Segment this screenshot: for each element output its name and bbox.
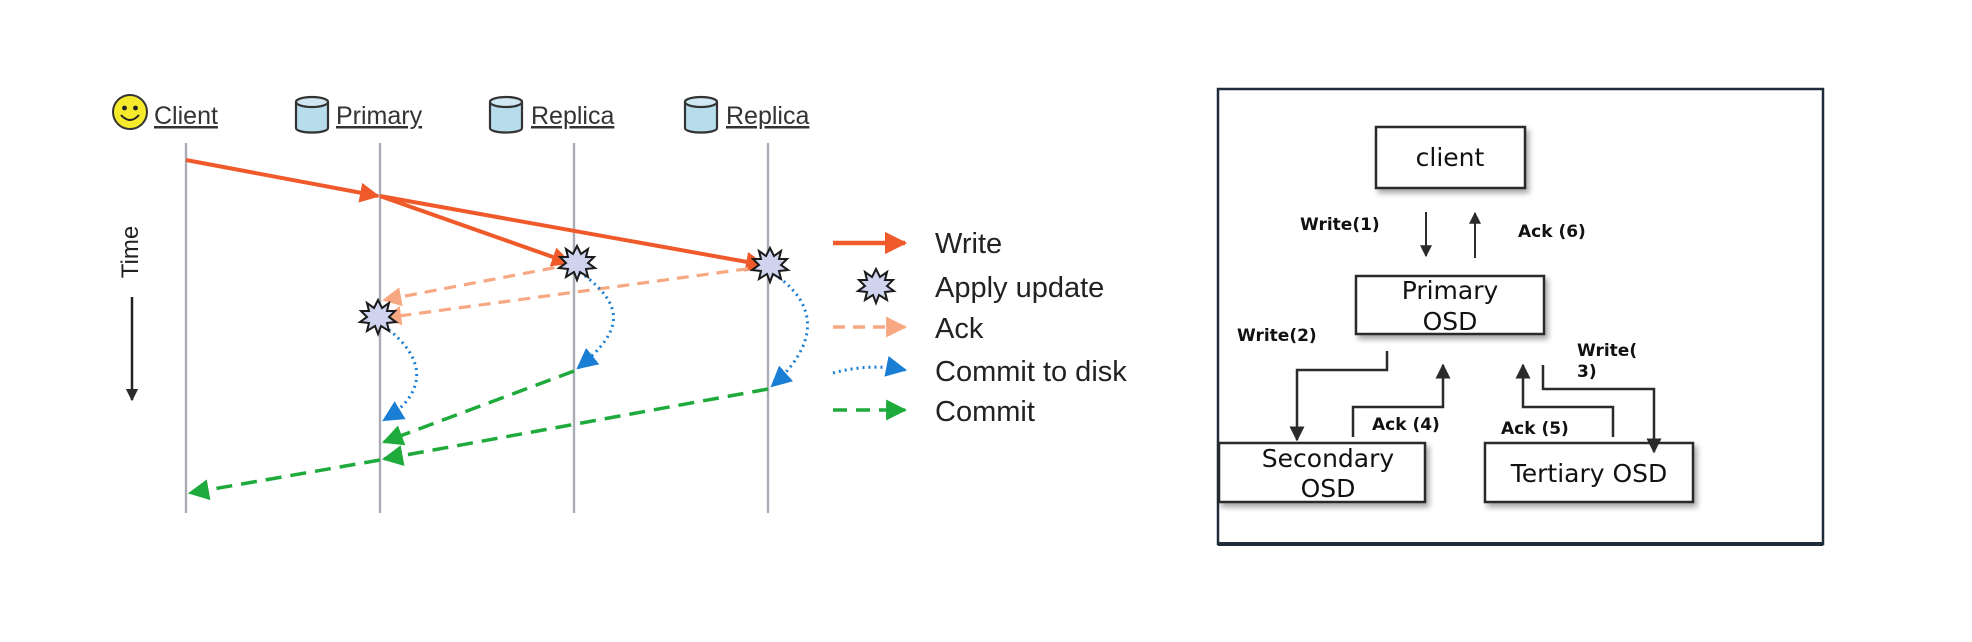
legend-label-commit-to-disk: Commit to disk [935,356,1127,388]
actor-label-replica-1: Replica [531,102,614,130]
commit-to-disk-arrow-replica-1 [576,270,615,370]
write-3-label-line1: Write( [1577,341,1637,361]
ack-5-label: Ack (5) [1501,419,1569,439]
write-arrow-primary-to-replica-2 [379,194,766,272]
legend-label-ack: Ack [935,313,984,345]
ack-4-arrow [1351,363,1451,437]
box-primary-osd: Primary OSD [1354,274,1546,336]
actor-replica-2: Replica [683,95,809,134]
legend-item-ack: Ack [833,313,984,345]
write-1-label: Write(1) [1300,215,1380,235]
apply-update-star-icon [857,268,895,304]
write-3-arrow [1541,365,1662,454]
write-arrow-primary-to-replica-1 [379,194,572,267]
time-axis-label: Time [117,226,144,278]
box-primary-label-line1: Primary [1402,276,1499,305]
commit-arrow-replica-1-to-primary [382,369,575,446]
apply-update-star-icon [359,299,397,335]
legend-item-apply-update: Apply update [857,268,1104,304]
apply-update-star-icon [558,245,596,281]
actor-client: Client [112,94,218,130]
time-axis: Time [117,226,144,402]
legend-label-commit: Commit [935,396,1035,428]
osd-diagram: client Primary OSD Secondary OSD Tertiar… [1216,87,1825,546]
legend-item-write: Write [833,228,1002,260]
box-tertiary-label: Tertiary OSD [1510,459,1668,488]
write-2-label: Write(2) [1237,326,1317,346]
ack-arrow-replica-1-to-primary [382,262,575,307]
ack-4-label: Ack (4) [1372,415,1440,435]
sequence-diagram: Client Primary Replica Replica Time [112,94,1127,513]
box-primary-label-line2: OSD [1423,307,1478,336]
ack-6-label: Ack (6) [1518,222,1586,242]
actor-label-client: Client [154,102,218,130]
write-3-label-line2: 3) [1577,362,1597,382]
box-secondary-label-line2: OSD [1301,474,1356,503]
box-secondary-label-line1: Secondary [1262,444,1395,473]
database-cylinder-icon [294,95,330,134]
box-client: client [1374,125,1527,190]
commit-to-disk-swatch-icon [832,356,908,377]
commit-arrow-primary-to-client [187,458,381,501]
legend-label-apply-update: Apply update [935,272,1104,304]
box-secondary-osd: Secondary OSD [1217,441,1427,504]
commit-arrow-replica-2-to-primary [381,387,769,466]
legend-item-commit-to-disk: Commit to disk [832,356,1127,388]
box-tertiary-osd: Tertiary OSD [1483,441,1695,504]
database-cylinder-icon [683,95,719,134]
commit-to-disk-arrow-primary [382,324,419,422]
actor-primary: Primary [294,95,423,134]
actor-replica-1: Replica [488,95,614,134]
legend-label-write: Write [935,228,1002,260]
database-cylinder-icon [488,95,524,134]
ack-5-arrow [1515,363,1615,437]
write-2-arrow [1289,351,1389,442]
commit-to-disk-arrow-replica-2 [770,272,809,388]
legend-item-commit: Commit [833,396,1035,428]
write-arrow-client-to-primary [185,158,380,203]
apply-update-star-icon [751,247,789,283]
smiley-face-icon [112,94,148,130]
actor-label-primary: Primary [336,102,423,130]
actor-label-replica-2: Replica [726,102,809,130]
box-client-label: client [1416,143,1485,172]
legend: Write Apply update Ack Commit to disk Co… [832,228,1127,428]
ack-arrow-replica-2-to-primary [382,264,769,326]
